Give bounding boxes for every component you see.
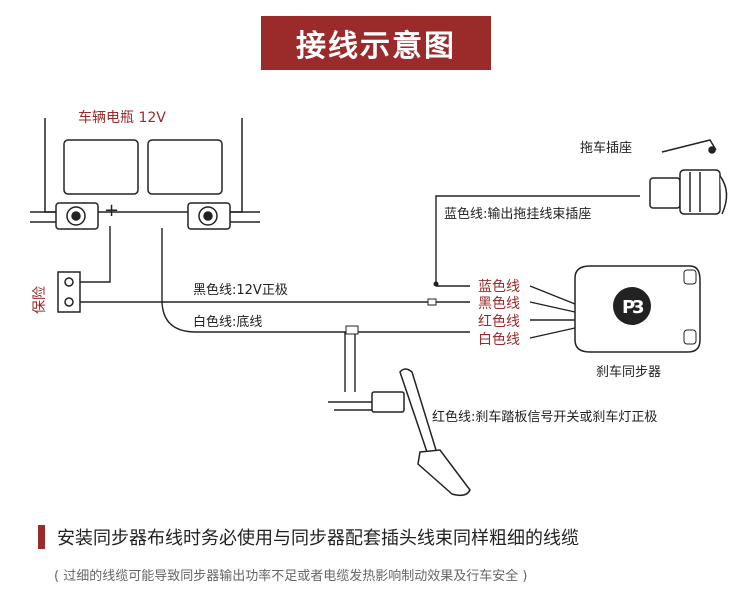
- brake-pedal-icon: [371, 368, 471, 497]
- red-wire-desc: 红色线:刹车踏板信号开关或刹车灯正极: [432, 409, 657, 425]
- svg-text:P: P: [622, 297, 635, 318]
- install-subnote: ( 过细的线缆可能导致同步器输出功率不足或者电缆发热影响制动效果及行车安全 ): [54, 569, 528, 584]
- svg-text:3: 3: [632, 297, 645, 318]
- fuse-icon: [57, 271, 81, 313]
- blue-connector: [433, 281, 439, 287]
- diagram-title: 接线示意图: [261, 16, 491, 70]
- battery-label: 车辆电瓶 12V: [78, 109, 166, 126]
- red-connector: [345, 325, 359, 335]
- synchronizer-icon: P 3: [574, 265, 701, 353]
- fuse-label: 保险: [32, 286, 48, 314]
- white-wire-desc: 白色线:底线: [193, 314, 262, 330]
- note-accent-bar: [38, 525, 45, 549]
- tow-socket-label: 拖车插座: [580, 140, 632, 156]
- tow-socket-icon: [649, 139, 728, 215]
- synchronizer-label: 刹车同步器: [596, 364, 661, 380]
- plus-label: +: [104, 200, 119, 221]
- wires: [80, 195, 640, 411]
- install-note-text: 安装同步器布线时务必使用与同步器配套插头线束同样粗细的线缆: [57, 528, 579, 549]
- black-wire-desc: 黑色线:12V正极: [193, 282, 288, 298]
- black-connector: [427, 298, 437, 306]
- wire-black-label: 黑色线: [478, 295, 520, 312]
- wire-blue-label: 蓝色线: [478, 278, 520, 295]
- wire-red-label: 红色线: [478, 313, 520, 330]
- blue-wire-desc: 蓝色线:输出拖挂线束插座: [444, 206, 591, 222]
- battery-icon: [30, 118, 260, 230]
- install-note: 安装同步器布线时务必使用与同步器配套插头线束同样粗细的线缆: [38, 524, 579, 550]
- wire-white-label: 白色线: [478, 331, 520, 348]
